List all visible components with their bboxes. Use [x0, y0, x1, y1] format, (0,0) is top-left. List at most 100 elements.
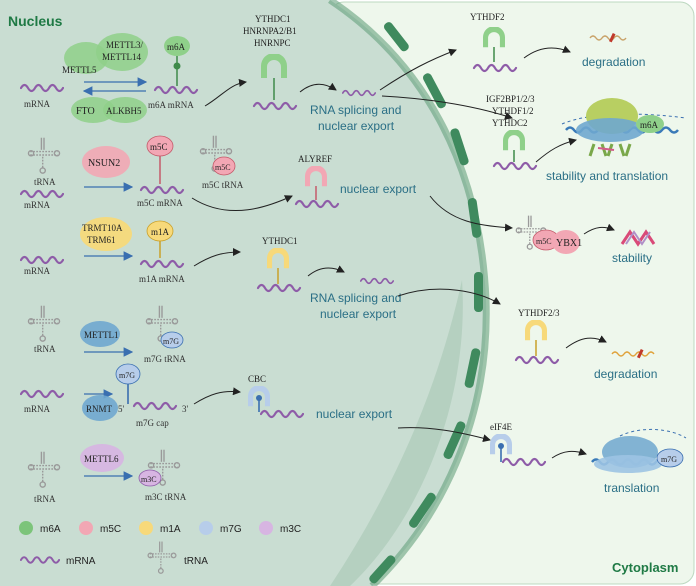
- svg-text:FTO: FTO: [76, 106, 95, 117]
- svg-text:YBX1: YBX1: [556, 238, 582, 249]
- nucleus-body: [0, 0, 487, 586]
- svg-text:YTHDC2: YTHDC2: [492, 118, 528, 128]
- m6a-process-line2: nuclear export: [318, 119, 395, 133]
- svg-text:METTL6: METTL6: [84, 454, 119, 464]
- stabilized-trna-glyph: [620, 229, 656, 247]
- ythdf23-reader-group: YTHDF2/3: [514, 308, 560, 365]
- svg-text:m5C: m5C: [150, 142, 168, 152]
- m7g-trna-label: m7G tRNA: [144, 354, 186, 364]
- rnmt-writer: RNMT: [82, 395, 118, 421]
- svg-text:IGF2BP1/2/3: IGF2BP1/2/3: [486, 94, 535, 104]
- m6a-eraser-complex: FTO ALKBH5: [71, 97, 147, 123]
- svg-text:NSUN2: NSUN2: [88, 158, 120, 169]
- trna-label-m5c: tRNA: [34, 177, 56, 187]
- svg-text:m5C: m5C: [100, 524, 121, 535]
- svg-text:m7G: m7G: [220, 524, 242, 535]
- svg-text:METTL14: METTL14: [102, 52, 141, 62]
- svg-text:m7G: m7G: [119, 371, 135, 380]
- svg-text:METTL3/: METTL3/: [106, 40, 143, 50]
- m7g-cap-label: m7G cap: [136, 418, 169, 428]
- svg-text:YTHDF1/2: YTHDF1/2: [492, 106, 534, 116]
- mrna-label-m6a: mRNA: [24, 99, 51, 109]
- svg-text:m7G: m7G: [163, 337, 179, 346]
- ythdc1-m1a-reader: YTHDC1: [256, 236, 302, 293]
- m6a-writer-complex: METTL5 METTL3/ METTL14: [62, 33, 148, 75]
- m1a-process-line2: nuclear export: [320, 307, 397, 321]
- m6a-nuclear-readers: YTHDC1 HNRNPA2/B1 HNRNPC: [243, 14, 298, 111]
- legend-mrna-label: mRNA: [66, 556, 96, 567]
- trna-label-m7g: tRNA: [34, 344, 56, 354]
- svg-text:eIF4E: eIF4E: [490, 422, 512, 432]
- ythdf2-reader-group: YTHDF2: [470, 12, 518, 73]
- nucleus-title: Nucleus: [8, 13, 63, 29]
- trna-label-m3c: tRNA: [34, 494, 56, 504]
- svg-text:m6A: m6A: [40, 524, 61, 535]
- legend-trna-label: tRNA: [184, 556, 208, 567]
- ribosome-translation-m7g: m7G: [591, 428, 687, 473]
- m1a-process-line1: RNA splicing and: [310, 291, 401, 305]
- svg-text:RNMT: RNMT: [86, 404, 113, 414]
- svg-text:METTL1: METTL1: [84, 330, 119, 340]
- svg-text:YTHDF2: YTHDF2: [470, 12, 505, 22]
- translation-label: translation: [604, 481, 659, 495]
- svg-text:m6A: m6A: [167, 42, 186, 52]
- legend-m6a: m6A: [19, 521, 61, 535]
- legend-m1a: m1A: [139, 521, 181, 535]
- svg-text:ALYREF: ALYREF: [298, 154, 332, 164]
- m3c-badge-trna: m3C: [138, 469, 162, 487]
- m5c-badge-trna: m5C: [212, 156, 236, 176]
- svg-text:TRMT10A: TRMT10A: [82, 223, 123, 233]
- svg-text:m3C: m3C: [280, 524, 301, 535]
- svg-text:HNRNPC: HNRNPC: [254, 38, 291, 48]
- stability-label: stability: [612, 251, 652, 265]
- m5c-badge-mrna: m5C: [146, 135, 174, 184]
- degradation-label-2: degradation: [594, 367, 657, 381]
- mettl1-writer: METTL1: [80, 321, 120, 347]
- nucleus-inner-fold: [330, 280, 463, 586]
- cytoplasm-title: Cytoplasm: [612, 560, 678, 575]
- alyref-reader: ALYREF: [294, 154, 340, 209]
- m6a-process-line1: RNA splicing and: [310, 103, 401, 117]
- svg-text:CBC: CBC: [248, 374, 266, 384]
- nuclear-pore-complexes: [369, 22, 483, 584]
- cap-process-label: nuclear export: [316, 407, 393, 421]
- m5c-process-label: nuclear export: [340, 182, 417, 196]
- legend-m5c: m5C: [79, 521, 121, 535]
- svg-text:m7G: m7G: [661, 455, 677, 464]
- cbc-reader: CBC: [248, 374, 304, 419]
- svg-text:YTHDF2/3: YTHDF2/3: [518, 308, 560, 318]
- svg-text:YTHDC1: YTHDC1: [255, 14, 291, 24]
- svg-text:m3C: m3C: [141, 475, 157, 484]
- svg-text:METTL5: METTL5: [62, 65, 97, 75]
- mrna-label-m5c: mRNA: [24, 200, 51, 210]
- svg-text:m5C: m5C: [215, 163, 231, 172]
- mrna-label-m1a: mRNA: [24, 266, 51, 276]
- trmt-writer: TRMT10A TRM61: [80, 217, 132, 251]
- m1a-mrna-label: m1A mRNA: [139, 274, 185, 284]
- stability-translation-label: stability and translation: [546, 169, 668, 183]
- svg-text:YTHDC1: YTHDC1: [262, 236, 298, 246]
- legend-m7g: m7G: [199, 521, 242, 535]
- m6a-cytoplasm-readers: IGF2BP1/2/3 YTHDF1/2 YTHDC2: [486, 94, 538, 171]
- ribosome-translation-m6a: m6A: [561, 98, 687, 157]
- m7g-badge-trna: m7G: [160, 331, 184, 349]
- m6a-badge-product: m6A: [164, 36, 190, 86]
- legend-m3c: m3C: [259, 521, 301, 535]
- mettl6-writer: METTL6: [80, 444, 124, 472]
- svg-text:m6A: m6A: [640, 120, 659, 130]
- mrna-label-cap: mRNA: [24, 404, 51, 414]
- svg-text:m1A: m1A: [160, 524, 181, 535]
- legend: m6A m5C m1A m7G m3C mRNA tRNA: [19, 521, 301, 574]
- nsun2-writer: NSUN2: [82, 146, 130, 178]
- m6a-product-label: m6A mRNA: [148, 100, 194, 110]
- eif4e-reader-group: eIF4E: [490, 422, 546, 467]
- degraded-rna-fragment-1: [589, 32, 627, 43]
- m5c-trna-label: m5C tRNA: [202, 180, 244, 190]
- cap-3prime: 3': [182, 404, 189, 414]
- svg-text:m5C: m5C: [536, 237, 552, 246]
- degradation-label-1: degradation: [582, 55, 645, 69]
- m1a-badge-product: m1A: [146, 220, 174, 258]
- m7g-cap-badge: m7G: [115, 363, 141, 404]
- ybx1-reader-group: m5C YBX1: [515, 214, 582, 254]
